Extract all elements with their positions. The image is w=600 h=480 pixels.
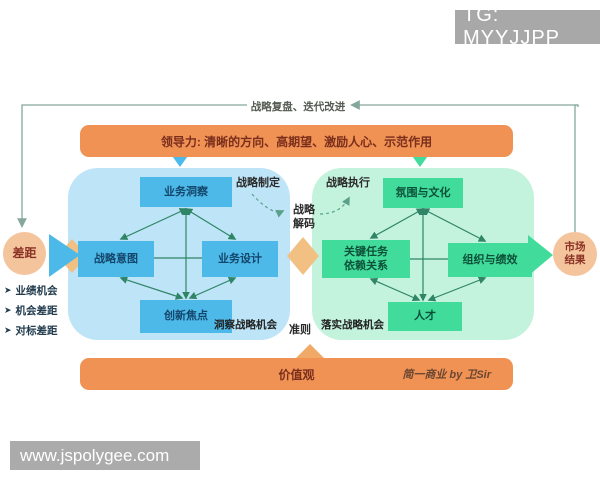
node-talent: 人才 [388,302,462,331]
author-credit: 简一商业 by 卫Sir [402,369,491,381]
bullet-arrow-icon: ➤ [4,325,12,335]
gap-item-label: 对标差距 [15,325,58,337]
node-key-tasks: 关键任务 依赖关系 [322,240,410,278]
label-strategy-execution: 战略执行 [326,177,370,189]
label-strategy-decode: 战略 解码 [293,204,315,230]
feedback-loop-label: 战略复盘、迭代改进 [248,99,348,114]
bullet-arrow-icon: ➤ [4,305,12,315]
values-banner-label: 价值观 [278,367,315,382]
site-watermark-bar: www.jspolygee.com [10,441,200,470]
leadership-banner-label: 领导力: 清晰的方向、高期望、激励人心、示范作用 [160,134,433,149]
node-business-insight: 业务洞察 [140,177,232,207]
label-principles: 准则 [289,324,311,336]
tg-watermark-badge: TG: MYYJJPP [455,4,600,49]
node-innovation-focus: 创新焦点 [140,300,232,333]
node-org-performance: 组织与绩效 [448,243,532,277]
label-strategy-formulation: 战略制定 [236,177,280,189]
gap-item-label: 业绩机会 [15,285,58,297]
bullet-arrow-icon: ➤ [4,285,12,295]
node-culture-climate: 氛围与文化 [383,178,463,208]
gap-item-label: 机会差距 [15,305,58,317]
values-up-arrow [296,344,324,358]
market-result-circle: 市场 结果 [553,232,597,276]
list-item: ➤ 业绩机会 [4,283,84,298]
gap-circle: 差距 [3,232,46,275]
values-banner: 价值观 简一商业 by 卫Sir [80,358,513,390]
list-item: ➤ 对标差距 [4,323,84,338]
leadership-banner: 领导力: 清晰的方向、高期望、激励人心、示范作用 [80,125,513,157]
node-strategic-intent: 战略意图 [78,241,154,277]
label-implement-opportunity: 落实战略机会 [321,319,384,331]
gap-list: ➤ 业绩机会 ➤ 机会差距 ➤ 对标差距 [4,283,84,343]
list-item: ➤ 机会差距 [4,303,84,318]
node-business-design: 业务设计 [202,241,278,277]
label-insight-opportunity: 洞察战略机会 [214,319,277,331]
